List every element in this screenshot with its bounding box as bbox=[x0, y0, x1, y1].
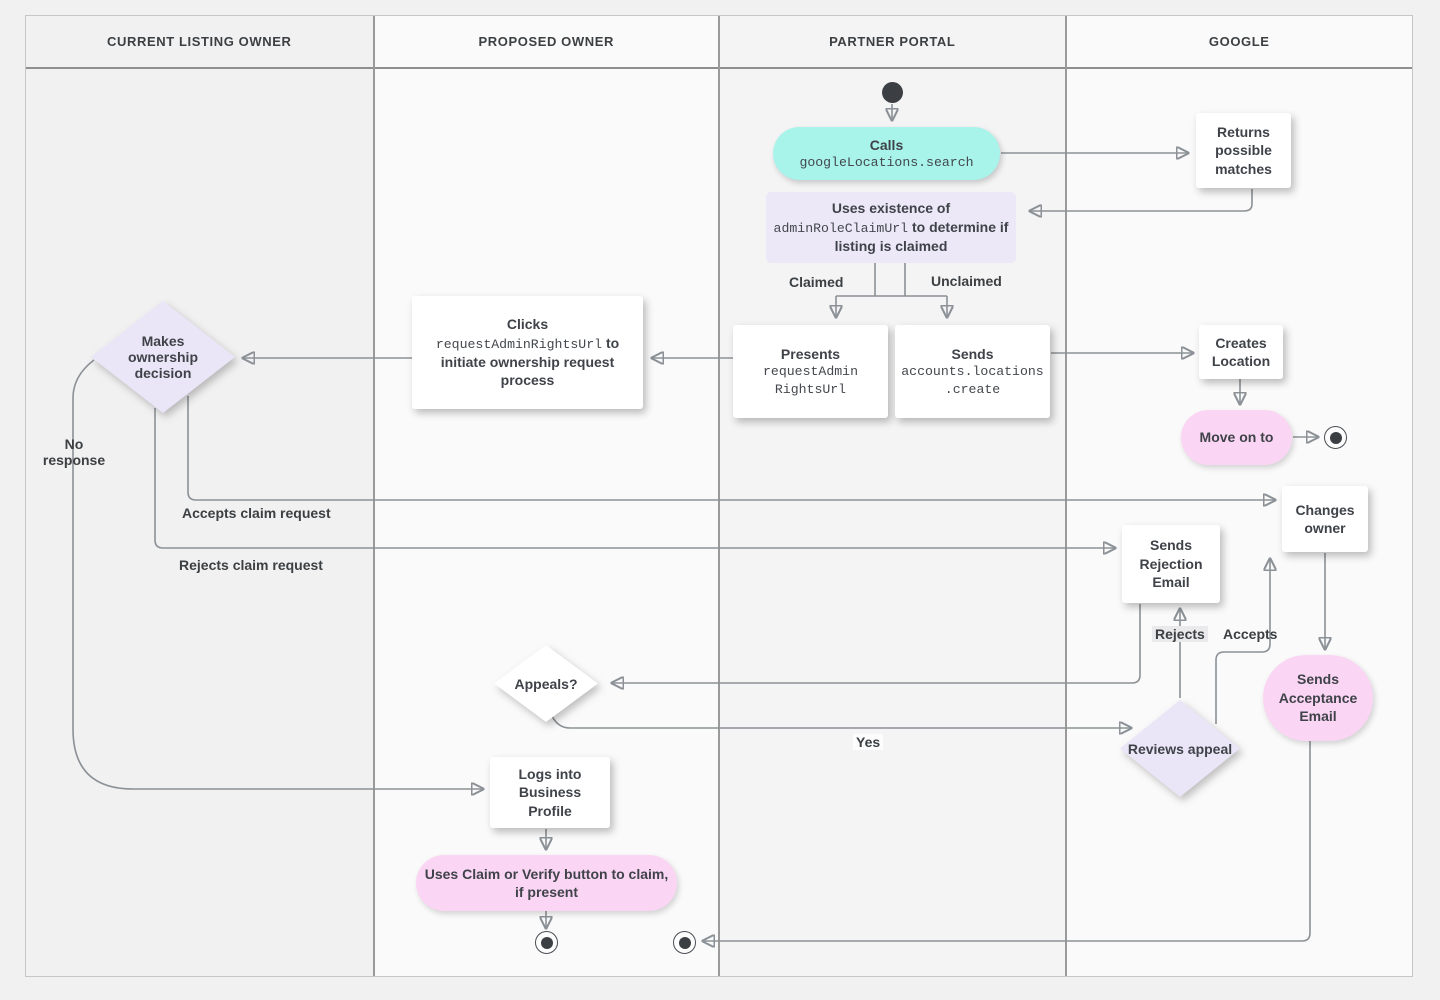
node-sends-acceptance-email: Sends Acceptance Email bbox=[1263, 655, 1373, 741]
text-part: to initiate ownership request process bbox=[440, 334, 620, 389]
node-code: googleLocations.search bbox=[799, 155, 974, 171]
node-uses-existence: Uses existence of adminRoleClaimUrl to d… bbox=[766, 192, 1016, 263]
node-changes-owner: Changes owner bbox=[1282, 486, 1368, 552]
node-code-line: requestAdmin bbox=[763, 364, 858, 380]
node-sends-accounts-locations-create: Sends accounts.locations .create bbox=[895, 325, 1050, 418]
node-sends-rejection-email: Sends Rejection Email bbox=[1122, 525, 1220, 603]
text-part: Clicks bbox=[506, 316, 549, 333]
edge-label-accepts-claim-request: Accepts claim request bbox=[182, 505, 331, 521]
text-part: Uses existence of bbox=[831, 200, 951, 217]
node-makes-ownership-decision: Makes ownership decision bbox=[91, 301, 235, 413]
node-title: Presents bbox=[780, 345, 841, 362]
text-part: to determine if listing is claimed bbox=[834, 218, 1009, 255]
node-clicks-requestadminrightsurl: Clicks requestAdminRightsUrl to initiate… bbox=[412, 296, 643, 409]
edge-review-accepts bbox=[1215, 559, 1270, 724]
node-logs-into-business-profile: Logs into Business Profile bbox=[490, 757, 610, 828]
edge-acceptance-to-end bbox=[703, 741, 1311, 941]
lane-header-partner-portal: PARTNER PORTAL bbox=[720, 16, 1065, 69]
node-label: Returns possible matches bbox=[1215, 123, 1272, 177]
node-label: Makes ownership decision bbox=[127, 333, 198, 381]
edge-rejects-claim bbox=[154, 408, 1115, 548]
node-label: Sends Rejection Email bbox=[1139, 537, 1203, 591]
edge-label-unclaimed: Unclaimed bbox=[931, 273, 1002, 289]
node-title: Sends bbox=[951, 345, 994, 362]
node-label: Sends Acceptance Email bbox=[1278, 671, 1358, 725]
edge-no-response bbox=[72, 359, 483, 789]
edge-appeals-yes bbox=[551, 715, 1131, 728]
node-label: Reviews appeal bbox=[1127, 740, 1233, 757]
node-move-on-to: Move on to bbox=[1181, 410, 1292, 465]
node-appeals: Appeals? bbox=[494, 645, 598, 722]
end-node-acceptance bbox=[673, 931, 696, 954]
node-label: Logs into Business Profile bbox=[518, 765, 582, 819]
lane-header-current-listing-owner: CURRENT LISTING OWNER bbox=[26, 16, 373, 69]
node-uses-claim-or-verify: Uses Claim or Verify button to claim, if… bbox=[416, 855, 677, 911]
lane-header-google: GOOGLE bbox=[1066, 16, 1412, 69]
node-label: Uses Claim or Verify button to claim, if… bbox=[424, 865, 669, 900]
edge-label-yes: Yes bbox=[853, 734, 884, 750]
edge-label-rejects-claim-request: Rejects claim request bbox=[179, 557, 323, 573]
node-reviews-appeal: Reviews appeal bbox=[1120, 700, 1240, 797]
edge-uses-fanout bbox=[836, 263, 947, 297]
node-label: Clicks requestAdminRightsUrl to initiate… bbox=[426, 315, 629, 390]
edge-label-accepts: Accepts bbox=[1223, 626, 1278, 642]
code-part: adminRoleClaimUrl bbox=[773, 220, 909, 236]
lane-current-listing-owner: CURRENT LISTING OWNER bbox=[26, 16, 375, 976]
edge-rejection-to-appeals bbox=[612, 604, 1141, 683]
start-node bbox=[882, 82, 903, 103]
node-label: Uses existence of adminRoleClaimUrl to d… bbox=[772, 199, 1010, 255]
edge-label-rejects: Rejects bbox=[1152, 626, 1208, 642]
edge-label-no-response: No response bbox=[42, 436, 106, 468]
node-creates-location: Creates Location bbox=[1199, 325, 1283, 379]
end-node-google bbox=[1324, 426, 1347, 449]
node-label: Move on to bbox=[1199, 429, 1274, 446]
node-code-line: accounts.locations bbox=[901, 364, 1044, 380]
node-title: Calls bbox=[869, 136, 904, 153]
lane-header-proposed-owner: PROPOSED OWNER bbox=[374, 16, 718, 69]
node-label: Appeals? bbox=[514, 675, 578, 692]
edge-accepts-claim bbox=[187, 396, 1275, 500]
node-calls-googlelocations-search: Calls googleLocations.search bbox=[773, 127, 1000, 180]
node-label: Changes owner bbox=[1295, 501, 1355, 536]
node-label: Creates Location bbox=[1211, 334, 1271, 369]
edge-label-claimed: Claimed bbox=[789, 274, 844, 290]
node-returns-possible-matches: Returns possible matches bbox=[1196, 113, 1291, 188]
node-code-line: RightsUrl bbox=[774, 381, 847, 397]
node-code-line: .create bbox=[944, 381, 1001, 397]
end-node-proposed-owner bbox=[535, 931, 558, 954]
node-presents-requestadminrightsurl: Presents requestAdmin RightsUrl bbox=[733, 325, 888, 418]
edge-returns-to-uses bbox=[1030, 189, 1253, 211]
code-part: requestAdminRightsUrl bbox=[435, 336, 603, 352]
